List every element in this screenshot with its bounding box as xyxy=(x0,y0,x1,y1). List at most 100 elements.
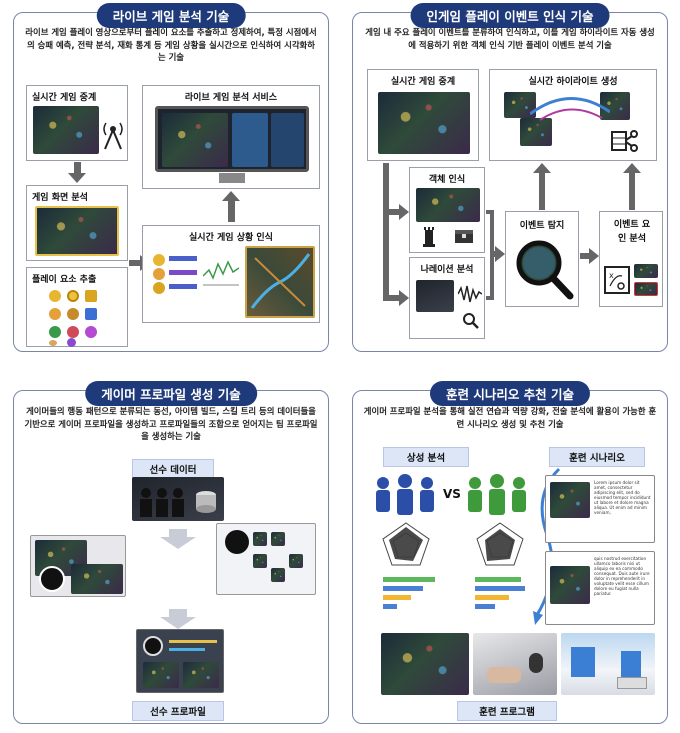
sword-icon xyxy=(49,340,57,346)
panel-title: 훈련 시나리오 추천 기술 xyxy=(429,381,591,406)
box-title: 이벤트 탐지 xyxy=(519,221,565,231)
tower-icon xyxy=(423,227,435,247)
shield-icon xyxy=(67,308,79,320)
arrow-up-icon xyxy=(623,163,641,173)
box-title: 실시간 게임 중계 xyxy=(390,77,456,87)
box-title: 실시간 하이라이트 생성 xyxy=(528,77,618,87)
training-photo-fps xyxy=(561,633,655,695)
minimap-screenshot xyxy=(245,246,315,318)
ward-icon xyxy=(67,326,79,338)
stat-bar-blue xyxy=(383,586,423,591)
event-thumbnail xyxy=(634,282,658,296)
matchup-label: 상성 분석 xyxy=(383,447,469,467)
box-live-broadcast: 실시간 게임 중계 xyxy=(26,85,128,161)
training-photo-game xyxy=(381,633,469,695)
coin-icon xyxy=(153,254,165,266)
arrow-right-icon xyxy=(589,248,599,264)
sword-icon xyxy=(153,268,165,280)
panel-gamer-profile: 게이머 프로파일 생성 기술 게이머들의 행동 패턴으로 분류되는 동선, 아이… xyxy=(13,381,329,724)
item-icon xyxy=(289,554,303,568)
flow-line xyxy=(383,163,389,301)
heart-icon xyxy=(49,326,61,338)
training-photo-mouse xyxy=(473,633,557,695)
gameplay-screenshot xyxy=(378,92,470,154)
box-screen-analysis: 게임 화면 분석 xyxy=(26,185,128,261)
magnifier-icon xyxy=(463,313,479,329)
chest-icon xyxy=(455,230,473,243)
box-title: 라이브 게임 분석 서비스 xyxy=(184,93,278,103)
monitor-stat-panel xyxy=(271,113,304,167)
object-screenshot xyxy=(416,188,480,222)
panel-title: 라이브 게임 분석 기술 xyxy=(96,3,246,28)
vs-text: VS xyxy=(443,487,461,501)
box-analysis-service: 라이브 게임 분석 서비스 xyxy=(142,85,320,189)
hand-icon xyxy=(487,667,521,683)
item-icon xyxy=(253,532,267,546)
team-blue-icon xyxy=(376,474,434,515)
box-event-detect: 이벤트 탐지 xyxy=(505,211,579,307)
gold-icon xyxy=(67,290,79,302)
stat-bar-yellow xyxy=(383,595,411,600)
players-icon xyxy=(140,488,216,517)
panel-title: 게이머 프로파일 생성 기술 xyxy=(85,381,257,406)
monitor-screen xyxy=(162,113,228,167)
arrow-down-icon xyxy=(68,173,86,183)
arrow-up-icon xyxy=(533,163,551,173)
panel-training-scenario: 훈련 시나리오 추천 기술 게이머 프로파일 분석을 통해 실전 연습과 역량 … xyxy=(352,381,668,724)
radar-chart-green-icon xyxy=(476,522,524,566)
box-situation-recognition: 실시간 게임 상황 인식 xyxy=(142,225,320,323)
wall-icon xyxy=(621,651,641,677)
stat-bar xyxy=(169,640,217,643)
box-highlight: 실시간 하이라이트 생성 xyxy=(489,69,657,161)
avatar-icon xyxy=(143,636,163,656)
trend-line-icon xyxy=(203,260,239,286)
monitor-icon xyxy=(155,106,309,172)
player-data-photo xyxy=(132,477,224,521)
stat-bar xyxy=(169,284,197,289)
highlight-arc-icon xyxy=(530,97,610,121)
box-element-extract: 플레이 요소 추출 xyxy=(26,267,128,347)
stat-bar-green xyxy=(475,577,521,582)
box-title: 게임 화면 분석 xyxy=(32,193,88,203)
avatar-icon xyxy=(225,530,249,554)
movement-data-screenshot xyxy=(30,535,126,597)
stat-bar-blue xyxy=(383,604,397,609)
scenario-thumbnail xyxy=(550,566,590,604)
gameplay-screenshot xyxy=(33,106,99,154)
panel-description: 게이머들의 행동 패턴으로 분류되는 동선, 아이템 빌드, 스킬 트리 등의 … xyxy=(24,406,318,441)
flow-line xyxy=(383,209,401,215)
svg-text:x: x xyxy=(609,271,614,280)
box-title: 플레이 요소 추출 xyxy=(32,275,97,285)
arrow-stem xyxy=(228,200,235,222)
analyzed-screenshot xyxy=(35,206,119,256)
mouse-icon xyxy=(529,653,543,673)
stat-bar xyxy=(169,648,205,651)
spark-icon xyxy=(67,338,76,347)
magnifier-icon xyxy=(516,240,574,300)
player-profile-label: 선수 프로파일 xyxy=(132,701,224,721)
panel-description: 게임 내 주요 플레이 이벤트를 분류하여 인식하고, 이를 게임 하이라이트 … xyxy=(365,27,655,50)
stat-bar-green xyxy=(383,577,435,582)
arrow-stem xyxy=(74,162,81,174)
gold-icon xyxy=(153,282,165,294)
box-narration: 나레이션 분석 xyxy=(409,257,485,339)
player-data-label: 선수 데이터 xyxy=(132,459,214,479)
item-icon xyxy=(253,554,267,568)
scenario-card: Lorem ipsum dolor sit amet, consectetur … xyxy=(545,475,655,543)
box-event-factor: 이벤트 요인 분석 x xyxy=(599,211,663,307)
scenario-text: quis nostrud exercitation ullamco labori… xyxy=(594,556,650,596)
item-icon xyxy=(271,532,285,546)
monitor-stat-panel xyxy=(232,113,268,167)
gameplay-thumbnail xyxy=(71,564,123,594)
flow-line xyxy=(383,295,401,301)
commentator-photo xyxy=(416,280,454,312)
flow-line xyxy=(539,172,545,210)
arrow-right-icon xyxy=(495,246,505,262)
box-title: 이벤트 요인 분석 xyxy=(613,220,651,244)
profile-chart xyxy=(143,662,179,688)
crown-icon xyxy=(85,290,97,302)
avatar-icon xyxy=(39,566,65,592)
box-live-broadcast: 실시간 게임 중계 xyxy=(367,69,479,161)
box-title: 나레이션 분석 xyxy=(420,265,474,275)
coin-icon xyxy=(49,290,61,302)
